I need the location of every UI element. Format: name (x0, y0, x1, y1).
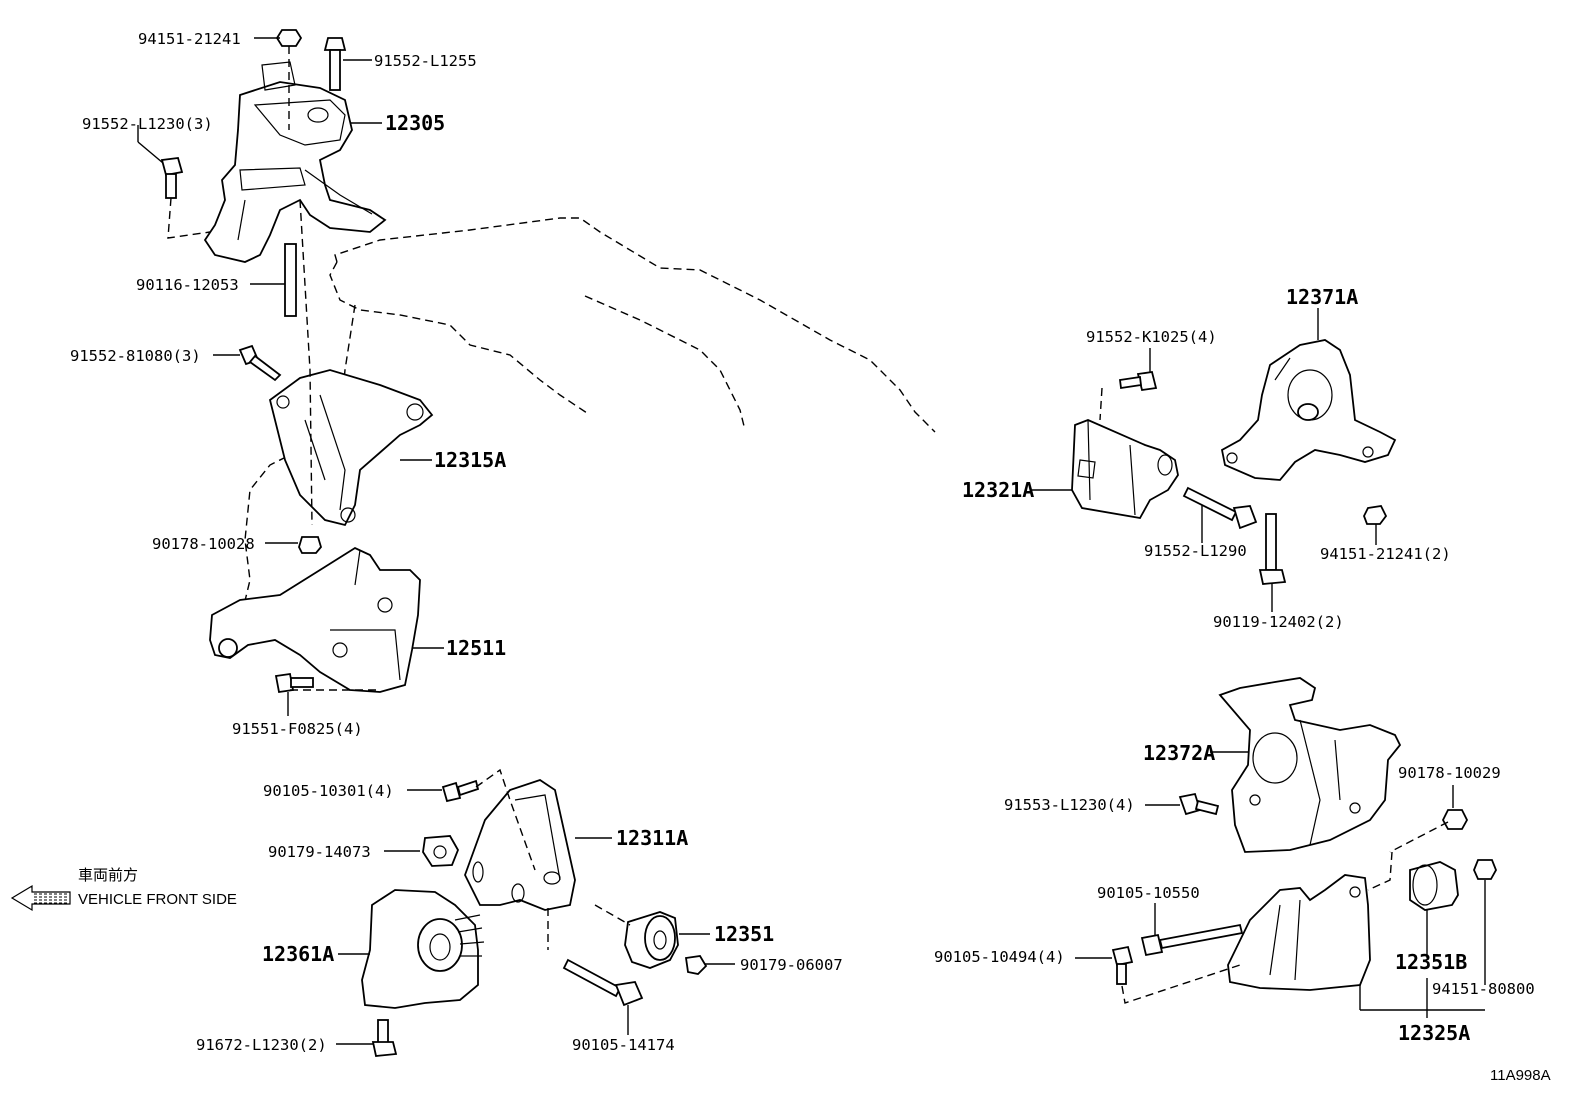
label-12321A: 12321A (962, 478, 1034, 502)
label-90179-06007: 90179-06007 (740, 956, 843, 974)
label-90178-10028: 90178-10028 (152, 535, 255, 553)
label-91551-F0825: 91551-F0825(4) (232, 720, 363, 738)
nut-90179-06007 (684, 955, 708, 975)
bushing-12351B (1409, 861, 1459, 911)
bushing-12351 (624, 911, 679, 969)
bolt-91551-F0825 (274, 672, 314, 694)
label-12311A: 12311A (616, 826, 688, 850)
label-90178-10029: 90178-10029 (1398, 764, 1501, 782)
label-91552-L1290: 91552-L1290 (1144, 542, 1247, 560)
bolt-90105-10550 (1140, 923, 1244, 957)
nut-90178-10029 (1441, 809, 1469, 830)
bracket-12315A (268, 369, 434, 527)
label-90105-14174: 90105-14174 (572, 1036, 675, 1054)
label-90119-12402: 90119-12402(2) (1213, 613, 1344, 631)
label-94151-21241-top: 94151-21241 (138, 30, 241, 48)
front-label-en: VEHICLE FRONT SIDE (78, 891, 237, 908)
bolt-90105-10301 (441, 779, 480, 803)
mount-12372A (1218, 677, 1402, 853)
label-90179-14073: 90179-14073 (268, 843, 371, 861)
label-91553-L1230: 91553-L1230(4) (1004, 796, 1135, 814)
label-91552-L1230: 91552-L1230(3) (82, 115, 213, 133)
bolt-91672-L1230 (371, 1019, 398, 1057)
bolt-91552-K1025 (1118, 370, 1158, 392)
label-12315A: 12315A (434, 448, 506, 472)
label-12351: 12351 (714, 922, 774, 946)
nut-90178-10028 (298, 536, 323, 554)
label-12372A: 12372A (1143, 741, 1215, 765)
nut-90179-14073 (422, 835, 459, 867)
label-90105-10494: 90105-10494(4) (934, 948, 1065, 966)
label-12325A: 12325A (1398, 1021, 1470, 1045)
label-94151-21241-2: 94151-21241(2) (1320, 545, 1451, 563)
label-90105-10550: 90105-10550 (1097, 884, 1200, 902)
bracket-12325A (1227, 874, 1371, 991)
part-labels: 94151-21241 91552-L1255 91552-L1230(3) 1… (70, 30, 1551, 1084)
bolt-91552-L1290 (1182, 486, 1258, 530)
bolt-90105-10494 (1111, 945, 1134, 985)
assembly-lines (167, 46, 1449, 1004)
bolt-90119-12402 (1258, 513, 1287, 585)
bolt-91552-L1230 (160, 157, 184, 199)
bolt-91552-81080 (238, 344, 282, 382)
bolt-90105-14174 (562, 958, 644, 1007)
label-90105-10301: 90105-10301(4) (263, 782, 394, 800)
label-90116-12053: 90116-12053 (136, 276, 239, 294)
label-12351B: 12351B (1395, 950, 1467, 974)
bracket-12321A (1071, 419, 1179, 519)
diagram-code: 11A998A (1490, 1067, 1551, 1084)
label-91672-L1230: 91672-L1230(2) (196, 1036, 327, 1054)
label-12305: 12305 (385, 111, 445, 135)
label-12511: 12511 (446, 636, 506, 660)
label-12361A: 12361A (262, 942, 334, 966)
engine-mount-12305 (203, 61, 387, 263)
stud-90116-12053 (284, 243, 297, 317)
leader-lines (137, 37, 1486, 1045)
bolt-91552-L1255 (323, 37, 347, 91)
mount-12361A (361, 889, 485, 1009)
label-94151-80800: 94151-80800 (1432, 980, 1535, 998)
bolt-91553-L1230 (1178, 792, 1220, 816)
vehicle-front-arrow: 車両前方 VEHICLE FRONT SIDE (10, 867, 237, 912)
bracket-12311A (464, 779, 576, 911)
mount-12371A (1220, 339, 1397, 481)
label-12371A: 12371A (1286, 285, 1358, 309)
front-label-jp: 車両前方 (78, 867, 138, 884)
label-91552-81080: 91552-81080(3) (70, 347, 201, 365)
label-91552-K1025: 91552-K1025(4) (1086, 328, 1217, 346)
nut-94151-80800 (1473, 859, 1497, 880)
nut-94151-21241-right (1363, 505, 1388, 525)
label-91552-L1255: 91552-L1255 (374, 52, 477, 70)
nut-94151-21241-top (275, 29, 303, 47)
bracket-12511 (209, 546, 421, 693)
